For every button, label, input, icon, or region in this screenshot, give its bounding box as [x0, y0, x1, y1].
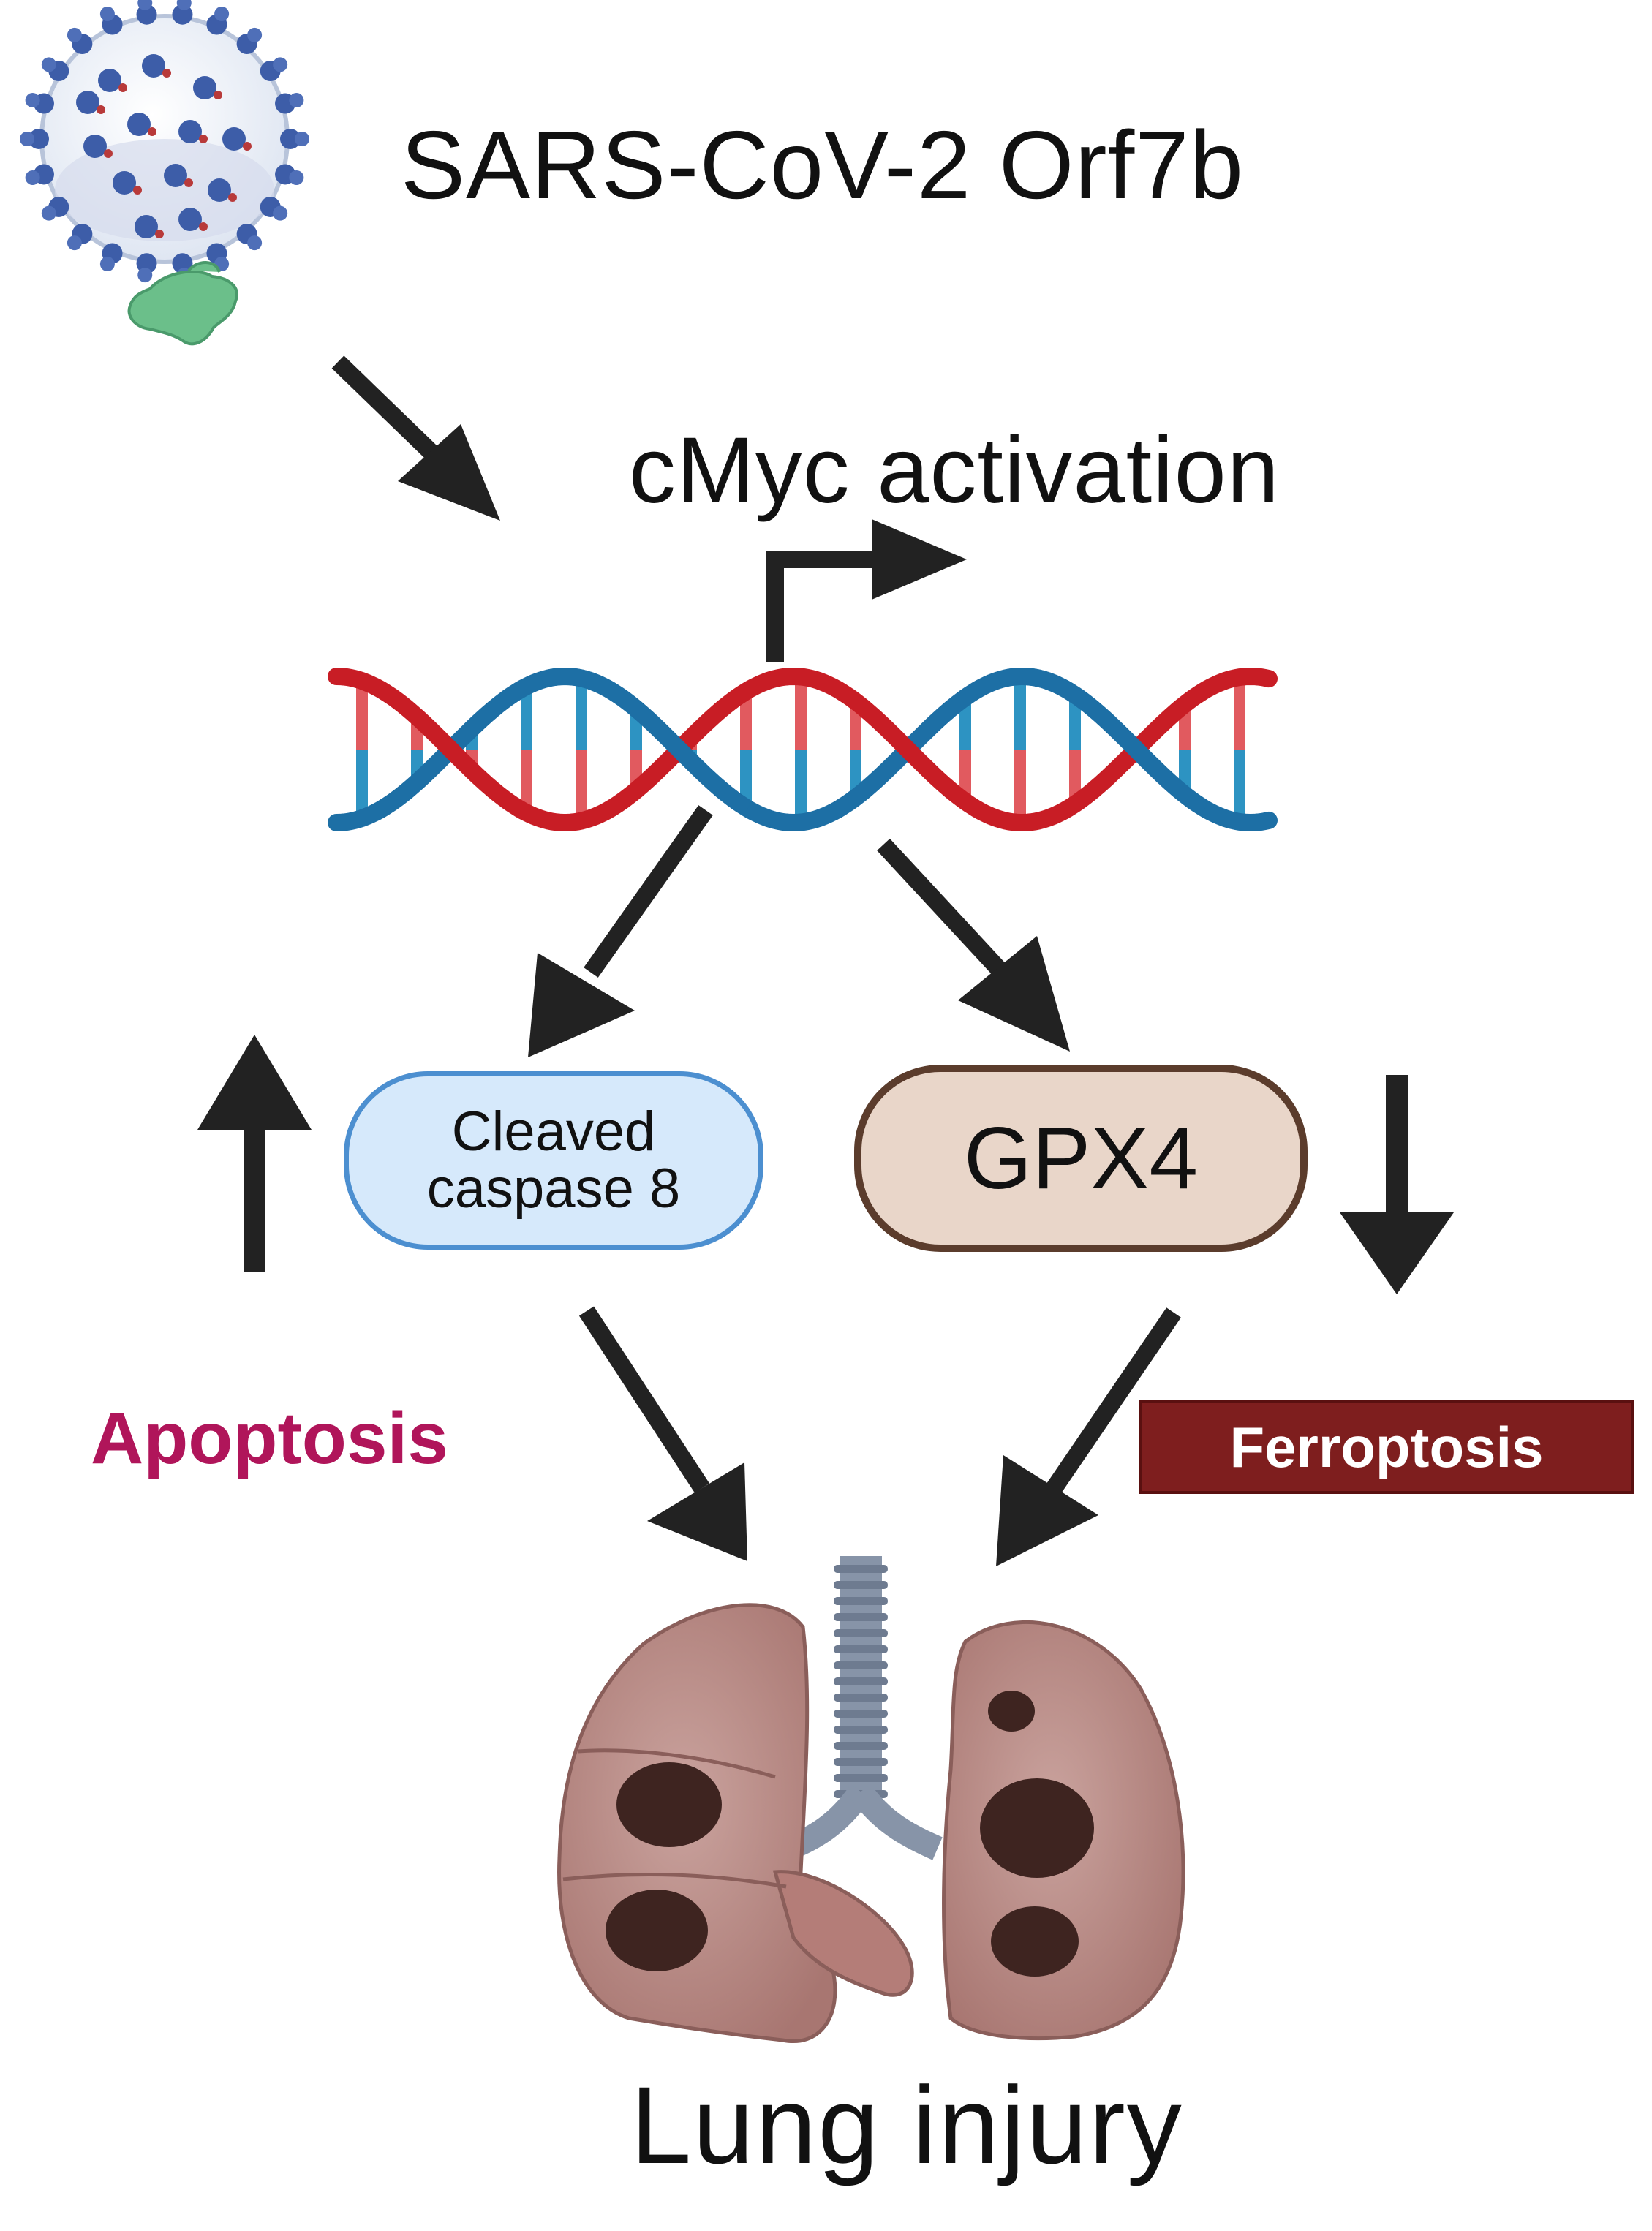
- cmyc-activation-label: cMyc activation: [629, 418, 1280, 523]
- transcription-start-arrow-icon: [766, 519, 967, 662]
- arrow-dna-to-gpx4: [877, 838, 1070, 1052]
- arrow-gpx4-to-lungs: [996, 1307, 1181, 1566]
- lungs-icon: [557, 1556, 1185, 2043]
- gpx4-node: GPX4: [854, 1065, 1308, 1252]
- cleaved-caspase-8-node: Cleaved caspase 8: [344, 1071, 763, 1250]
- decrease-arrow-icon: [1340, 1075, 1454, 1294]
- apoptosis-label: Apoptosis: [91, 1397, 448, 1479]
- trachea: [788, 1556, 943, 1860]
- gpx4-label: GPX4: [963, 1109, 1199, 1207]
- caspase-line-2: caspase 8: [426, 1158, 681, 1220]
- lung-injury-label: Lung injury: [630, 2064, 1183, 2186]
- arrow-virus-to-dna: [331, 355, 500, 521]
- ferroptosis-label: Ferroptosis: [1229, 1414, 1544, 1479]
- caspase-line-1: Cleaved: [451, 1101, 656, 1163]
- increase-arrow-icon: [197, 1035, 312, 1272]
- pathogen-title: SARS-CoV-2 Orf7b: [401, 111, 1245, 219]
- dna-helix-icon: [328, 667, 1278, 832]
- orf7b-protein-icon: [127, 261, 238, 346]
- ferroptosis-badge: Ferroptosis: [1139, 1400, 1634, 1494]
- virus-icon: [20, 0, 309, 283]
- arrow-caspase-to-lungs: [578, 1306, 747, 1561]
- arrow-dna-to-caspase: [528, 805, 713, 1057]
- lung-lesions: [606, 1691, 1094, 1977]
